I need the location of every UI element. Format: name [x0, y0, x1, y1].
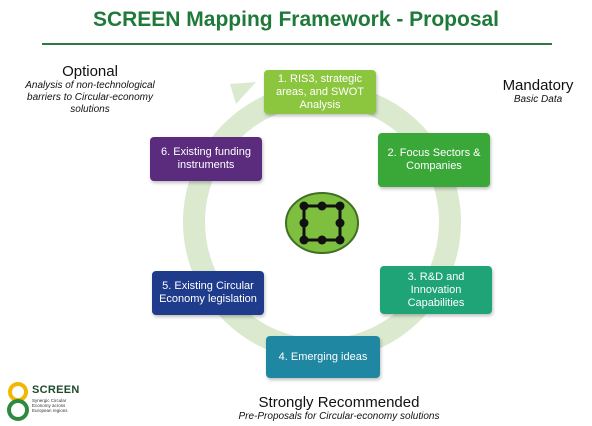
optional-annotation: Optional Analysis of non-technological b… — [14, 63, 166, 116]
mandatory-note: Basic Data — [513, 94, 563, 105]
screen-logo: SCREEN Synergic Circular Economy across … — [6, 380, 86, 424]
optional-label: Optional — [62, 63, 118, 80]
mandatory-annotation: Mandatory Basic Data — [490, 77, 586, 106]
step-1-box: 1. RIS3, strategic areas, and SWOT Analy… — [264, 70, 376, 114]
strongly-recommended-label: Strongly Recommended — [258, 394, 420, 411]
mandatory-label: Mandatory — [502, 77, 574, 94]
step-6-box: 6. Existing funding instruments — [150, 137, 262, 181]
step-4-box: 4. Emerging ideas — [266, 336, 380, 378]
page-title: SCREEN Mapping Framework - Proposal — [92, 8, 500, 31]
optional-note: Analysis of non-technological barriers t… — [25, 80, 155, 115]
step-5-box: 5. Existing Circular Economy legislation — [152, 271, 264, 315]
title-divider — [42, 43, 552, 45]
screen-logo-mark-icon — [7, 382, 29, 421]
screen-logo-name: SCREEN — [32, 384, 80, 396]
step-2-box: 2. Focus Sectors & Companies — [378, 133, 490, 187]
strongly-recommended-note: Pre-Proposals for Circular-economy solut… — [238, 411, 440, 422]
cycle-arrow-icon — [230, 82, 256, 104]
network-nodes-icon — [285, 192, 359, 254]
step-3-box: 3. R&D and Innovation Capabilities — [380, 266, 492, 314]
strongly-recommended-annotation: Strongly Recommended Pre-Proposals for C… — [190, 394, 488, 423]
screen-logo-tagline: Synergic Circular Economy across Europea… — [32, 398, 68, 413]
